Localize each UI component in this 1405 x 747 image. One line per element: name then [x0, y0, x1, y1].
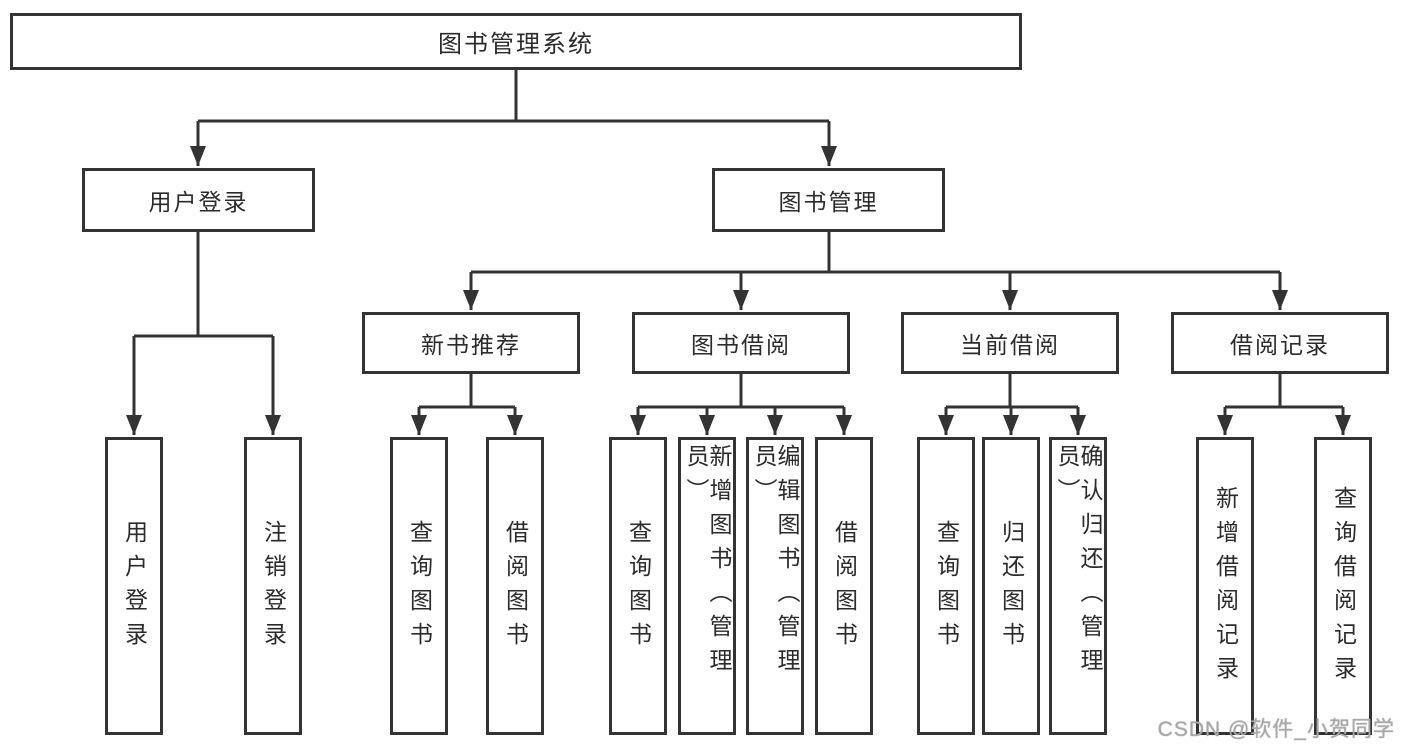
leaf-logout: 注销登录: [244, 437, 302, 735]
connector-new-book-rec: [411, 374, 523, 435]
leaf-query-books-current: 查询图书: [917, 437, 975, 735]
leaf-query-books-rec: 查询图书: [390, 437, 448, 735]
leaf-confirm-return-admin: 确认归还（管理员）: [1049, 437, 1107, 735]
connector-book-borrow: [630, 374, 852, 435]
leaf-return-books: 归还图书: [982, 437, 1040, 735]
node-book-mgmt: 图书管理: [712, 168, 945, 232]
leaf-borrow-books: 借阅图书: [815, 437, 873, 735]
leaf-add-book-admin: 新增图书（管理员）: [678, 437, 736, 735]
connector-current-borrow: [938, 374, 1086, 435]
leaf-query-borrow-record: 查询借阅记录: [1314, 437, 1372, 735]
node-book-borrow: 图书借阅: [632, 312, 850, 374]
leaf-add-borrow-record: 新增借阅记录: [1196, 437, 1254, 735]
node-root: 图书管理系统: [10, 13, 1022, 70]
csdn-watermark: CSDN @软件_小贺同学: [1157, 718, 1395, 741]
leaf-query-books-borrow: 查询图书: [609, 437, 667, 735]
leaf-edit-book-admin: 编辑图书（管理员）: [746, 437, 804, 735]
node-new-book-rec: 新书推荐: [362, 312, 580, 374]
node-current-borrow: 当前借阅: [901, 312, 1119, 374]
connector-root: [190, 70, 837, 166]
node-borrow-records: 借阅记录: [1171, 312, 1389, 374]
node-user-login: 用户登录: [82, 168, 315, 232]
connector-borrow-records: [1217, 374, 1351, 435]
leaf-user-login: 用户登录: [105, 437, 163, 735]
leaf-borrow-books-rec: 借阅图书: [486, 437, 544, 735]
connector-user-login: [126, 232, 281, 435]
connector-book-mgmt: [463, 232, 1288, 310]
